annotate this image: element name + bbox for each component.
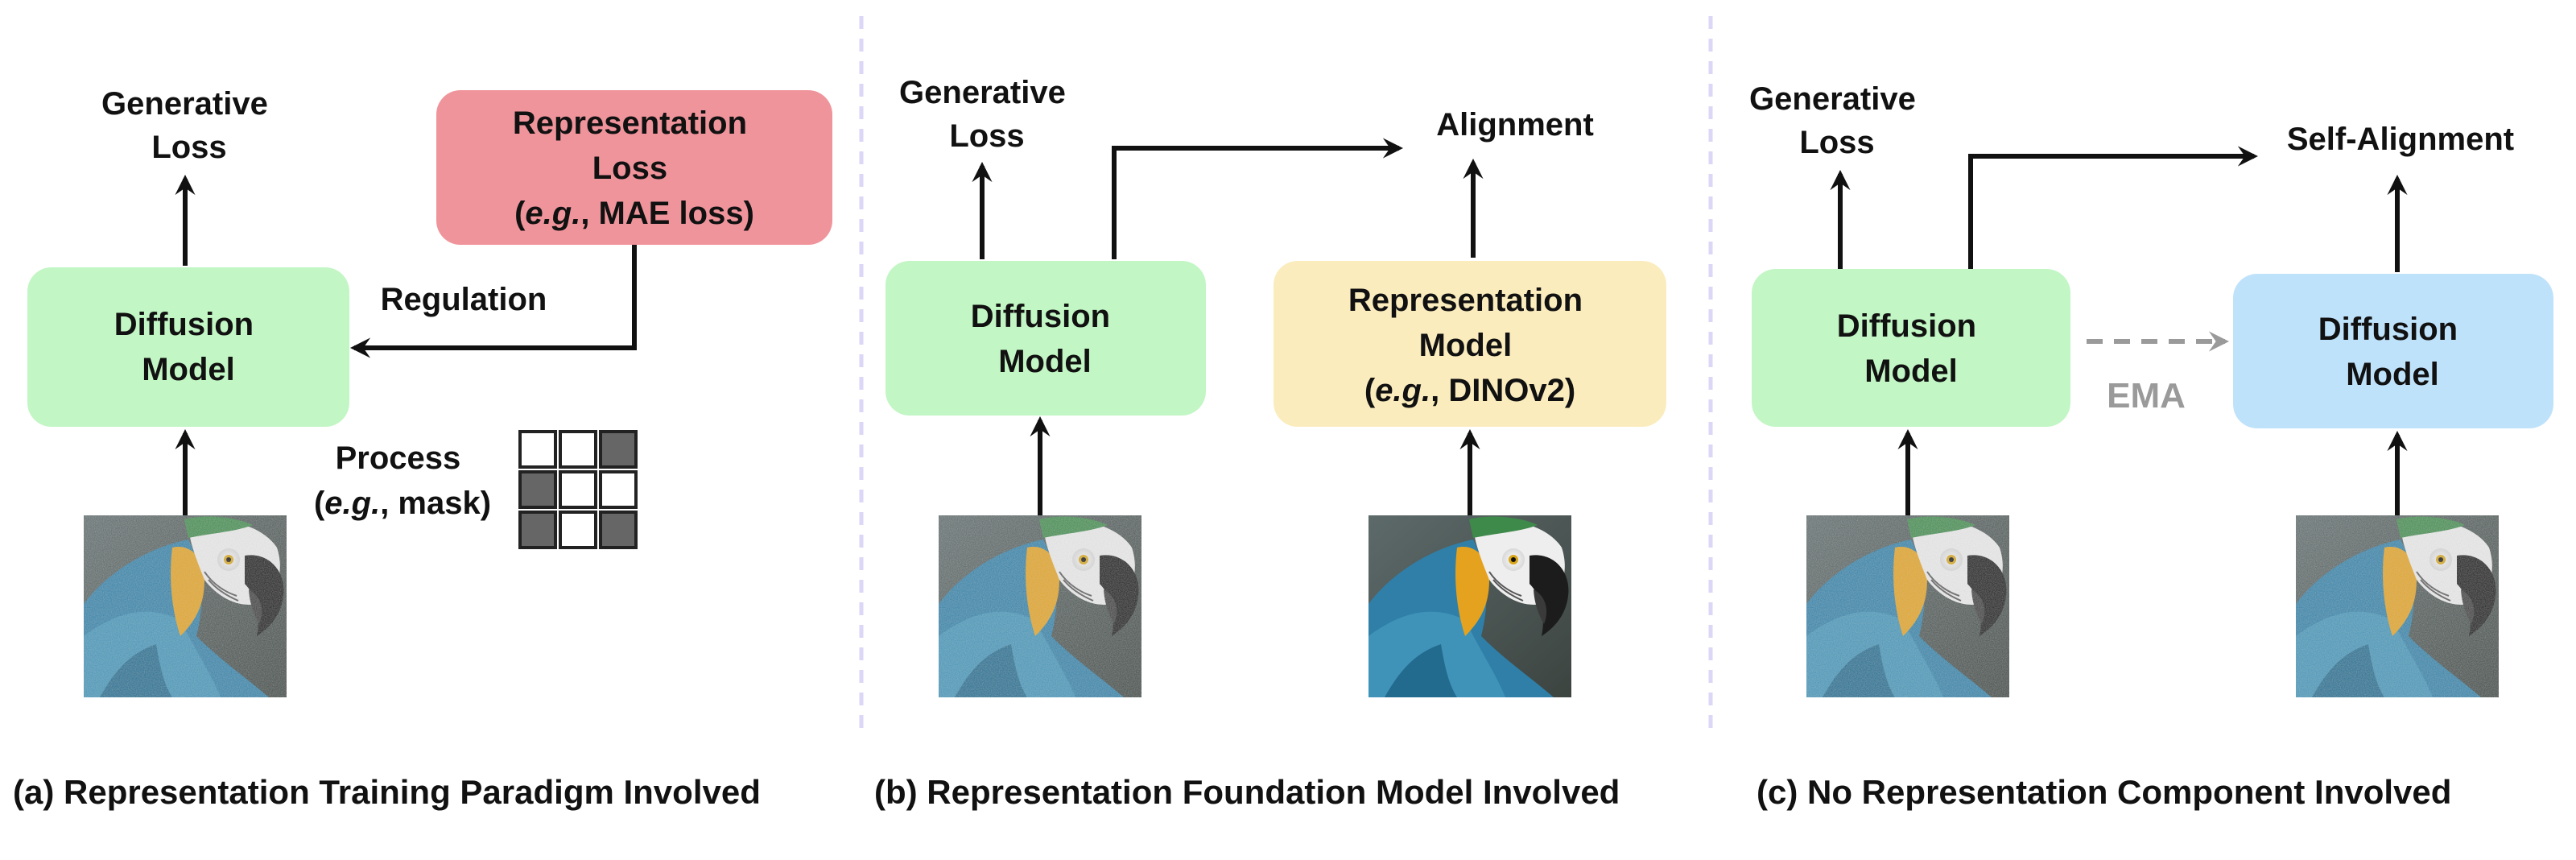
diffusion-model-label: Diffusion Model: [2318, 312, 2467, 392]
caption-c: (c) No Representation Component Involved: [1757, 773, 2451, 811]
panel-c: Generative Loss Self-Alignment Diffusion…: [1749, 81, 2553, 811]
arrow-diffusion-to-self-alignment: [1968, 146, 2259, 269]
ema-label: EMA: [2107, 376, 2186, 416]
mask-grid: [518, 430, 638, 549]
diffusion-model-label: Diffusion Model: [1837, 308, 1985, 389]
generative-loss-label: Generative Loss: [101, 86, 277, 165]
diffusion-model-label: Diffusion Model: [114, 307, 262, 387]
mask-cell-masked: [518, 470, 557, 509]
mask-cell-masked: [518, 511, 557, 549]
noisy-parrot-image: [83, 515, 287, 698]
mask-cell-visible: [599, 470, 638, 509]
mask-cell-masked: [599, 511, 638, 549]
mask-cell-masked: [599, 430, 638, 469]
caption-b: (b) Representation Foundation Model Invo…: [874, 773, 1620, 811]
noisy-parrot-image: [1806, 515, 2010, 698]
alignment-label: Alignment: [1436, 107, 1594, 143]
diffusion-model-box-ema: [2233, 274, 2553, 428]
diffusion-model-box-online: [1752, 269, 2070, 427]
representation-loss-label: Representation Loss (e.g., MAE loss): [513, 105, 756, 231]
noisy-parrot-image: [2295, 515, 2500, 698]
process-label: Process (e.g., mask): [314, 440, 491, 521]
arrow-diffusion-to-alignment: [1112, 138, 1404, 259]
clean-parrot-image: [1368, 515, 1572, 698]
diffusion-model-box: [27, 267, 349, 427]
arrow-regulation: [349, 245, 637, 358]
mask-cell-visible: [559, 430, 597, 469]
generative-loss-label: Generative Loss: [1749, 81, 1925, 160]
representation-loss-box: [436, 90, 832, 245]
mask-cell-visible: [518, 430, 557, 469]
noisy-parrot-image: [938, 515, 1142, 698]
regulation-label: Regulation: [381, 282, 547, 317]
representation-model-box: [1274, 261, 1666, 427]
generative-loss-label: Generative Loss: [899, 75, 1075, 154]
mask-cell-visible: [559, 470, 597, 509]
diffusion-model-label: Diffusion Model: [971, 299, 1119, 379]
self-alignment-label: Self-Alignment: [2287, 122, 2514, 157]
representation-model-label: Representation Model (e.g., DINOv2): [1348, 283, 1591, 408]
panel-b: Generative Loss Alignment Diffusion Mode…: [874, 75, 1666, 811]
diffusion-model-box: [886, 261, 1206, 416]
mask-cell-visible: [559, 511, 597, 549]
panel-a: Generative Loss Representation Loss (e.g…: [13, 86, 832, 811]
caption-a: (a) Representation Training Paradigm Inv…: [13, 773, 761, 811]
